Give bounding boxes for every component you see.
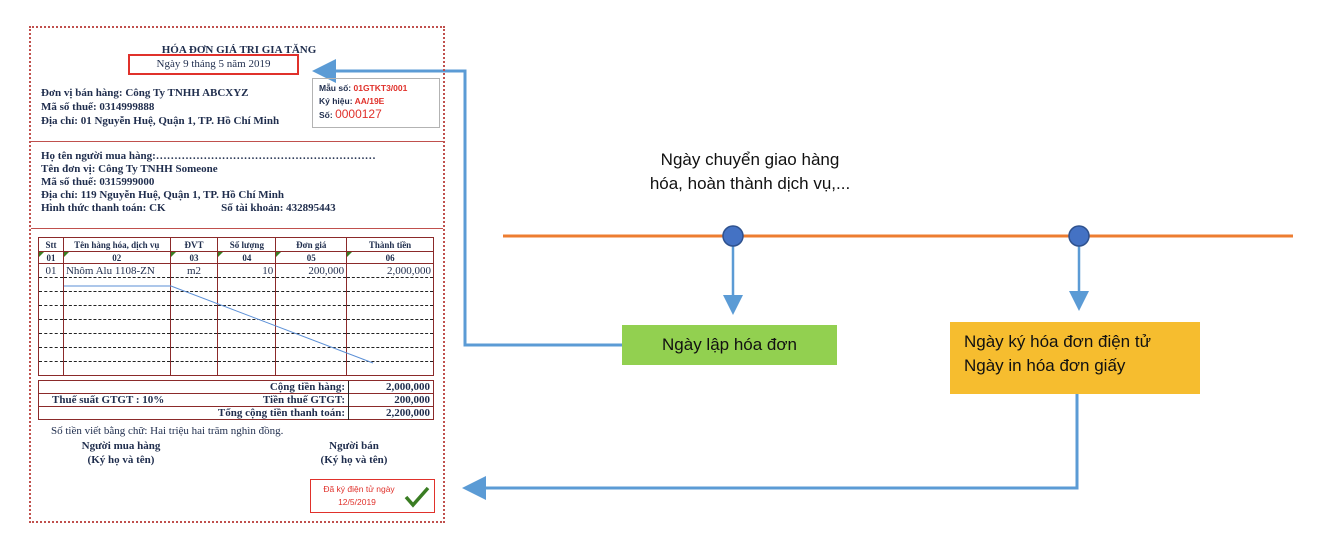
delivery-line-1: Ngày chuyển giao hàng [660,150,840,169]
seller-tax: Mã số thuế: 0314999888 [41,101,155,113]
table-code-row: 01 02 03 04 05 06 [38,251,434,264]
subtotal-row: Cộng tiền hàng: 2,000,000 [38,380,434,394]
vat-cell: Thuế suất GTGT : 10% Tiền thuế GTGT: [38,393,349,407]
esign-date: 12/5/2019 [338,497,376,507]
subtotal-label: Cộng tiền hàng: [38,380,349,394]
cell-price: 200,000 [275,263,348,278]
buyer-name: Họ tên người mua hàng:………………………………………………… [41,150,376,162]
col-header: ĐVT [169,237,219,252]
totals-table: Cộng tiền hàng: 2,000,000 Thuế suất GTGT… [38,380,434,420]
col-header: Số lượng [217,237,277,252]
seller-address: Địa chỉ: 01 Nguyễn Huệ, Quận 1, TP. Hồ C… [41,115,280,127]
signing-date-box: Ngày ký hóa đơn điện tử Ngày in hóa đơn … [950,322,1200,394]
delivery-line-2: hóa, hoàn thành dịch vụ,... [649,174,851,193]
grand-total-row: Tổng cộng tiền thanh toán: 2,200,000 [38,406,434,420]
col-header: Tên hàng hóa, dịch vụ [62,237,171,252]
seller-signature: Người bán (Ký họ và tên) [299,439,409,467]
delivery-date-label: Ngày chuyển giao hàng hóa, hoàn thành dị… [600,148,900,196]
grand-total-label: Tổng cộng tiền thanh toán: [38,406,349,420]
payment-method: Hình thức thanh toán: CK [41,202,166,214]
cell-unit: m2 [169,263,219,278]
strike-through-line [64,285,374,364]
buyer-address: Địa chỉ: 119 Nguyễn Huệ, Quận 1, TP. Hồ … [41,189,284,201]
table-row-empty [38,305,434,320]
cell-name: Nhôm Alu 1108-ZN [62,263,171,278]
signing-line-2: Ngày in hóa đơn giấy [964,356,1126,375]
buyer-sign-note: (Ký họ và tên) [87,454,155,466]
seller-sign-title: Người bán [329,440,379,452]
col-header: Thành tiền [346,237,434,252]
table-row: 01 Nhôm Alu 1108-ZN m2 10 200,000 2,000,… [38,263,434,278]
seller-info: Đơn vị bán hàng: Công Ty TNHH ABCXYZ Mã … [41,86,279,128]
col-code: 02 [62,251,171,264]
subtotal-value: 2,000,000 [348,380,434,394]
seller-sign-note: (Ký họ và tên) [320,454,388,466]
table-row-empty [38,333,434,348]
number-label: Số: [319,110,336,120]
col-code: 03 [169,251,219,264]
connector-to-esign [462,394,1079,500]
table-row-empty [38,291,434,306]
cell-amount: 2,000,000 [346,263,434,278]
number-value: 0000127 [335,107,382,121]
invoice-code-box: Mẫu số: 01GTKT3/001 Ký hiệu: AA/19E Số: … [312,78,440,128]
vat-value: 200,000 [348,393,434,407]
buyer-signature: Người mua hàng (Ký họ và tên) [66,439,176,467]
col-header: Stt [38,237,64,252]
symbol-label: Ký hiệu: [319,96,355,106]
invoice-title: HÓA ĐƠN GIÁ TRỊ GIA TĂNG [161,44,317,56]
cell-qty: 10 [217,263,277,278]
buyer-unit: Tên đơn vị: Công Ty TNHH Someone [41,163,218,175]
timeline-node-1 [722,225,744,247]
table-row-empty [38,347,434,362]
col-code: 04 [217,251,277,264]
table-row-empty [38,361,434,376]
invoice-creation-date-box: Ngày lập hóa đơn [622,325,837,365]
items-table: Stt Tên hàng hóa, dịch vụ ĐVT Số lượng Đ… [38,237,434,376]
signing-line-1: Ngày ký hóa đơn điện tử [964,332,1151,351]
cell-stt: 01 [38,263,64,278]
form-value: 01GTKT3/001 [353,83,408,93]
account-number: Số tài khoản: 432895443 [221,202,336,214]
table-row-empty [38,319,434,334]
col-code: 06 [346,251,434,264]
esign-text: Đã ký điện tử ngày [323,484,395,494]
invoice-document: HÓA ĐƠN GIÁ TRỊ GIA TĂNG Ngày 9 tháng 5 … [29,26,445,523]
timeline-node-2 [1068,225,1090,247]
invoice-date-box: Ngày 9 tháng 5 năm 2019 [128,54,299,75]
amount-in-words: Số tiền viết bằng chữ: Hai triệu hai tră… [51,425,284,437]
vat-row: Thuế suất GTGT : 10% Tiền thuế GTGT: 200… [38,393,434,407]
symbol-value: AA/19E [354,96,385,106]
buyer-tax: Mã số thuế: 0315999000 [41,176,155,188]
vat-rate: Thuế suất GTGT : 10% [52,394,165,406]
checkmark-icon [404,486,430,508]
buyer-payment-row: Hình thức thanh toán: CK Số tài khoản: 4… [41,202,376,215]
form-label: Mẫu số: [319,83,354,93]
buyer-info: Họ tên người mua hàng:………………………………………………… [41,150,376,215]
table-row-empty [38,277,434,292]
vat-label: Tiền thuế GTGT: [262,394,345,406]
separator-2 [31,228,443,229]
seller-name: Đơn vị bán hàng: Công Ty TNHH ABCXYZ [41,87,249,99]
col-header: Đơn giá [275,237,348,252]
table-header-row: Stt Tên hàng hóa, dịch vụ ĐVT Số lượng Đ… [38,237,434,252]
col-code: 05 [275,251,348,264]
e-signature-stamp: Đã ký điện tử ngày 12/5/2019 [310,479,435,513]
grand-total-value: 2,200,000 [348,406,434,420]
col-code: 01 [38,251,64,264]
separator-1 [31,141,443,142]
buyer-sign-title: Người mua hàng [81,440,161,452]
connector-to-date [312,59,622,347]
